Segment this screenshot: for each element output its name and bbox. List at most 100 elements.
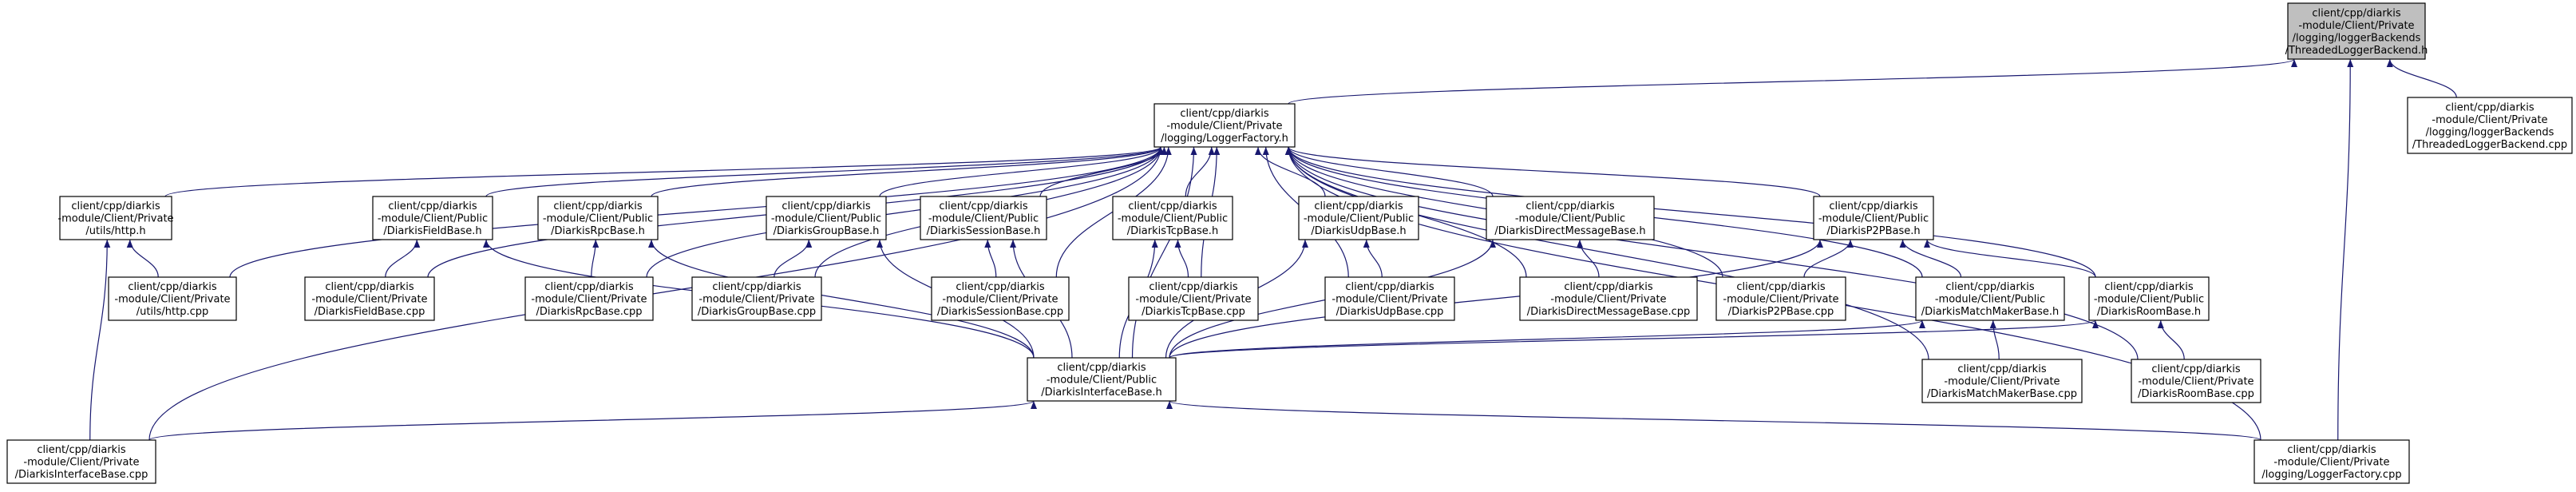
node-label-line: /logging/LoggerFactory.h [1161, 133, 1288, 145]
node-tlb-h[interactable]: client/cpp/diarkis-module/Client/Private… [2285, 2, 2428, 60]
node-lf-cpp[interactable]: client/cpp/diarkis-module/Client/Private… [2254, 439, 2410, 484]
node-rpc-h[interactable]: client/cpp/diarkis-module/Client/Public/… [537, 196, 659, 240]
node-iface-h[interactable]: client/cpp/diarkis-module/Client/Public/… [1027, 357, 1177, 402]
node-label-line: -module/Client/Public [771, 213, 881, 225]
node-box [1486, 196, 1655, 240]
node-box [691, 276, 822, 321]
node-label-line: /logging/loggerBackends [2426, 126, 2554, 138]
node-label-line: -module/Client/Private [2138, 376, 2254, 388]
edge-iface_h-to-lf_h [1131, 146, 1197, 359]
node-label-line: client/cpp/diarkis [71, 200, 160, 212]
edge-tcp_cpp-to-tcp_h [1174, 239, 1189, 278]
node-label-line: /DiarkisFieldBase.h [383, 225, 481, 237]
edge-http_cpp-to-lf_h [229, 146, 1164, 278]
edge-iface_cpp-to-lf_h [148, 146, 1164, 441]
edge-http_h-to-lf_h [164, 146, 1164, 197]
node-box [372, 196, 493, 240]
node-label-line: /DiarkisRpcBase.cpp [536, 306, 642, 318]
node-label-line: /DiarkisUdpBase.h [1311, 225, 1406, 237]
node-tcp-h[interactable]: client/cpp/diarkis-module/Client/Public/… [1112, 196, 1233, 240]
node-group-h[interactable]: client/cpp/diarkis-module/Client/Public/… [766, 196, 887, 240]
node-label-line: client/cpp/diarkis [325, 281, 414, 293]
node-label-line: -module/Client/Private [942, 294, 1058, 306]
node-label-line: -module/Client/Private [114, 294, 230, 306]
edge-room_h-to-p2p_h [1924, 239, 2096, 278]
node-label-line: client/cpp/diarkis [2104, 281, 2193, 293]
edge-udp_cpp-to-udp_h [1363, 239, 1383, 278]
node-label-line: -module/Client/Public [1304, 213, 1414, 225]
node-label-line: -module/Client/Public [1818, 213, 1929, 225]
node-label-line: /DiarkisDirectMessageBase.h [1494, 225, 1645, 237]
node-label-line: -module/Client/Private [698, 294, 814, 306]
node-label-line: client/cpp/diarkis [37, 444, 125, 456]
node-lf-h[interactable]: client/cpp/diarkis-module/Client/Private… [1153, 103, 1296, 148]
node-label-line: -module/Client/Private [1944, 376, 2060, 388]
node-box [6, 439, 156, 484]
node-http-cpp[interactable]: client/cpp/diarkis-module/Client/Private… [108, 276, 237, 321]
node-box [1153, 103, 1296, 148]
node-room-cpp[interactable]: client/cpp/diarkis-module/Client/Private… [2131, 359, 2261, 403]
node-http-h[interactable]: client/cpp/diarkis-module/Client/Private… [57, 196, 174, 240]
node-label-line: /DiarkisRoomBase.h [2097, 306, 2201, 318]
node-label-line: client/cpp/diarkis [388, 200, 477, 212]
node-dm-cpp[interactable]: client/cpp/diarkis-module/Client/Private… [1519, 276, 1698, 321]
node-mm-cpp[interactable]: client/cpp/diarkis-module/Client/Private… [1921, 359, 2083, 403]
node-room-h[interactable]: client/cpp/diarkis-module/Client/Public/… [2088, 276, 2210, 321]
node-field-h[interactable]: client/cpp/diarkis-module/Client/Public/… [372, 196, 493, 240]
node-box [2131, 359, 2261, 403]
node-label-line: /DiarkisDirectMessageBase.cpp [1527, 306, 1691, 318]
node-tlb-cpp[interactable]: client/cpp/diarkis-module/Client/Private… [2407, 97, 2573, 154]
node-box [1298, 196, 1419, 240]
node-label-line: /DiarkisRpcBase.h [551, 225, 645, 237]
node-box [931, 276, 1070, 321]
node-box [108, 276, 237, 321]
node-label-line: -module/Client/Public [928, 213, 1039, 225]
node-p2p-cpp[interactable]: client/cpp/diarkis-module/Client/Private… [1715, 276, 1846, 321]
node-label-line: client/cpp/diarkis [1057, 362, 1146, 374]
node-box [1112, 196, 1233, 240]
edge-rpc_cpp-to-rpc_h [591, 239, 599, 278]
node-label-line: -module/Client/Private [2432, 114, 2547, 126]
node-mm-h[interactable]: client/cpp/diarkis-module/Client/Public/… [1915, 276, 2065, 321]
node-tcp-cpp[interactable]: client/cpp/diarkis-module/Client/Private… [1128, 276, 1259, 321]
node-box [2088, 276, 2210, 321]
node-udp-cpp[interactable]: client/cpp/diarkis-module/Client/Private… [1324, 276, 1455, 321]
edge-lf_h-to-tlb_h [1288, 58, 2297, 105]
node-label-line: client/cpp/diarkis [1345, 281, 1434, 293]
node-label-line: -module/Client/Public [1047, 375, 1157, 387]
node-label-line: client/cpp/diarkis [1128, 200, 1217, 212]
edge-session_cpp-to-session_h [984, 239, 997, 278]
node-box [537, 196, 659, 240]
node-label-line: client/cpp/diarkis [1829, 200, 1917, 212]
node-label-line: /DiarkisRoomBase.cpp [2138, 388, 2254, 400]
node-group-cpp[interactable]: client/cpp/diarkis-module/Client/Private… [691, 276, 822, 321]
node-label-line: client/cpp/diarkis [939, 200, 1027, 212]
node-box [766, 196, 887, 240]
node-session-cpp[interactable]: client/cpp/diarkis-module/Client/Private… [931, 276, 1070, 321]
node-box [304, 276, 435, 321]
edge-p2p_h-to-lf_h [1285, 146, 1821, 197]
node-label-line: /DiarkisFieldBase.cpp [315, 306, 425, 318]
node-box [1715, 276, 1846, 321]
node-dm-h[interactable]: client/cpp/diarkis-module/Client/Public/… [1486, 196, 1655, 240]
node-label-line: client/cpp/diarkis [1314, 200, 1403, 212]
node-iface-cpp[interactable]: client/cpp/diarkis-module/Client/Private… [6, 439, 156, 484]
node-label-line: client/cpp/diarkis [712, 281, 801, 293]
edge-iface_cpp-to-iface_h [148, 400, 1037, 441]
node-label-line: /DiarkisMatchMakerBase.cpp [1927, 388, 2077, 400]
node-label-line: /DiarkisP2PBase.cpp [1728, 306, 1834, 318]
edge-iface_h-to-p2p_h [1169, 239, 1823, 359]
node-p2p-h[interactable]: client/cpp/diarkis-module/Client/Public/… [1813, 196, 1934, 240]
node-session-h[interactable]: client/cpp/diarkis-module/Client/Public/… [920, 196, 1047, 240]
node-label-line: -module/Client/Public [1935, 294, 2045, 306]
node-label-line: client/cpp/diarkis [544, 281, 633, 293]
edge-tcp_h-to-lf_h [1185, 146, 1215, 197]
node-label-line: /ThreadedLoggerBackend.cpp [2412, 139, 2567, 151]
node-field-cpp[interactable]: client/cpp/diarkis-module/Client/Private… [304, 276, 435, 321]
node-label-line: /ThreadedLoggerBackend.h [2285, 45, 2428, 57]
node-label-line: /logging/loggerBackends [2293, 32, 2421, 44]
edge-lf_cpp-to-tlb_h [2337, 58, 2354, 441]
node-udp-h[interactable]: client/cpp/diarkis-module/Client/Public/… [1298, 196, 1419, 240]
node-rpc-cpp[interactable]: client/cpp/diarkis-module/Client/Private… [524, 276, 654, 321]
node-label-line: client/cpp/diarkis [1957, 363, 2046, 375]
